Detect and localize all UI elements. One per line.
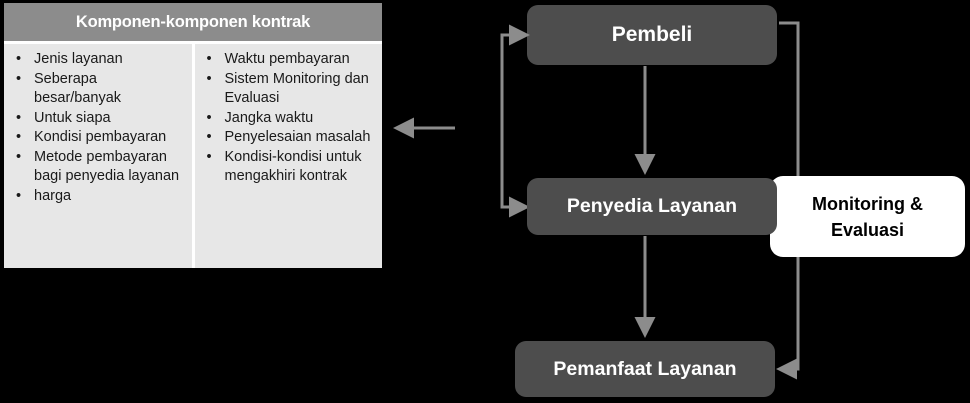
components-panel-header: Komponen-komponen kontrak [4, 3, 382, 41]
list-item: • Kondisi pembayaran [10, 128, 188, 148]
list-item-label: Seberapa besar/banyak [34, 70, 122, 107]
list-item-label: Untuk siapa [34, 109, 111, 126]
components-column-left: • Jenis layanan • Seberapa besar/banyak • U… [4, 44, 192, 268]
component-list-right: • Waktu pembayaran • Sistem Monitoring dan… [201, 50, 379, 187]
bullet-icon: • [16, 109, 22, 126]
bullet-icon: • [16, 129, 22, 145]
list-item-label: harga [34, 187, 72, 204]
list-item-label: Kondisi pembayaran [34, 129, 167, 145]
list-item: • Sistem Monitoring dan Evaluasi [201, 70, 379, 109]
list-item: • Jangka waktu [201, 109, 379, 129]
list-item: • harga [10, 187, 188, 207]
list-item: • Kondisi-kondisi untuk mengakhiri kontra… [201, 148, 379, 187]
component-list-left: • Jenis layanan • Seberapa besar/banyak • U… [10, 50, 188, 206]
bullet-icon: • [206, 70, 212, 87]
node-pembeli-label: Pembeli [611, 23, 693, 46]
bullet-icon: • [206, 129, 212, 145]
node-penyedia-layanan[interactable]: Penyedia Layanan [527, 178, 777, 235]
list-item-label: Sistem Monitoring dan Evaluasi [224, 70, 369, 107]
components-panel-body: • Jenis layanan • Seberapa besar/banyak • U… [4, 44, 382, 268]
bullet-icon: • [16, 187, 22, 204]
node-pemanfaat-layanan-label: Pemanfaat Layanan [553, 357, 737, 380]
list-item-label: Jangka waktu [224, 109, 314, 126]
list-item: • Penyelesaian masalah [201, 128, 379, 148]
node-penyedia-layanan-label: Penyedia Layanan [566, 195, 738, 217]
node-monitoring-evaluasi[interactable]: Monitoring & Evaluasi [770, 176, 965, 257]
node-monitoring-evaluasi-label: Monitoring & Evaluasi [812, 193, 923, 240]
provider-buyer-feedback-loop [500, 24, 530, 218]
bullet-icon: • [206, 148, 212, 165]
bullet-icon: • [16, 51, 22, 67]
list-item: • Metode pembayaran bagi penyedia layanan [10, 148, 188, 187]
node-pembeli[interactable]: Pembeli [527, 5, 777, 65]
bullet-icon: • [206, 109, 212, 126]
list-item-label: Kondisi-kondisi untuk mengakhiri kontrak [224, 148, 362, 185]
bullet-icon: • [206, 51, 212, 67]
list-item-label: Waktu pembayaran [224, 51, 350, 67]
list-item: • Untuk siapa [10, 109, 188, 129]
list-item: • Jenis layanan [10, 50, 188, 70]
list-item-label: Metode pembayaran bagi penyedia layanan [34, 148, 180, 185]
bullet-icon: • [16, 148, 22, 165]
components-column-right: • Waktu pembayaran • Sistem Monitoring dan… [194, 44, 382, 268]
list-item: • Waktu pembayaran [201, 50, 379, 70]
list-item-label: Jenis layanan [34, 51, 123, 67]
node-pemanfaat-layanan[interactable]: Pemanfaat Layanan [515, 341, 775, 397]
list-item-label: Penyelesaian masalah [224, 129, 371, 145]
bullet-icon: • [16, 70, 22, 87]
components-panel: Komponen-komponen kontrak • Jenis layanan… [4, 3, 382, 268]
components-panel-title: Komponen-komponen kontrak [75, 12, 311, 31]
list-item: • Seberapa besar/banyak [10, 70, 188, 109]
